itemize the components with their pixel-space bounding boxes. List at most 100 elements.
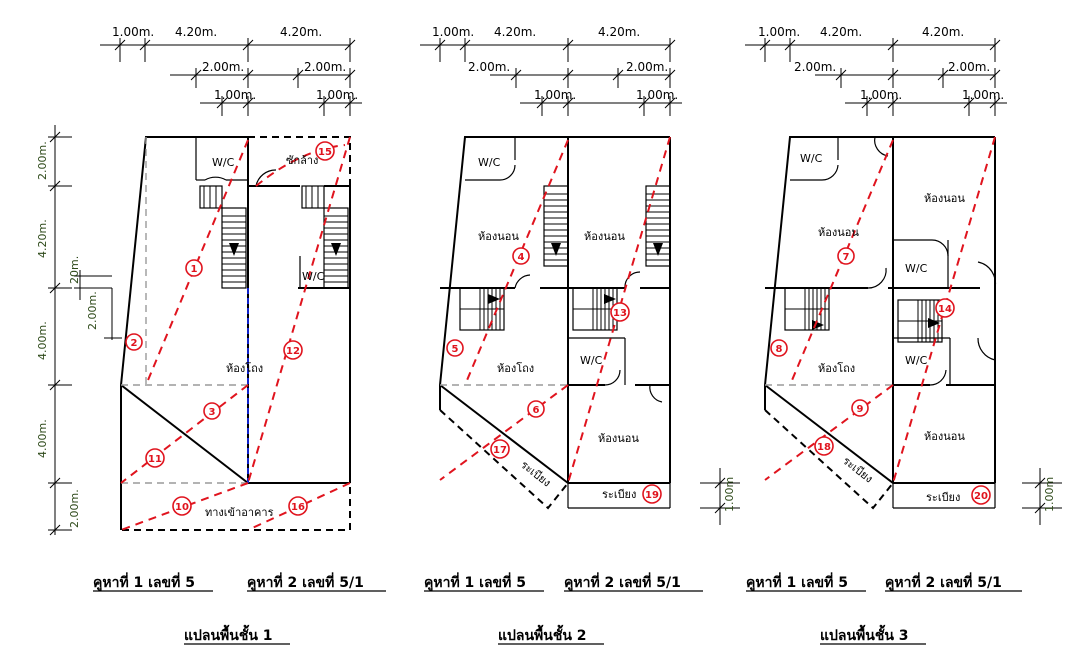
plan-floor-2: 1.00m. 4.20m. 4.20m. 2.00m. 2.00m. 1.00m… [419, 25, 740, 645]
room-label: W/C [212, 156, 235, 169]
room-label: ห้องนอน [924, 192, 965, 205]
room-label: ซักล้าง [286, 154, 318, 167]
svg-text:20: 20 [974, 491, 988, 502]
plan-title: แปลนพื้นชั้น 1 [184, 624, 273, 644]
dim-label: 2.00m. [794, 60, 836, 74]
dim-label-vertical: 4.20m. [36, 219, 49, 258]
unit-label: คูหาที่ 1 เลขที่ 5 [746, 572, 848, 591]
marker-2: 2 [125, 333, 143, 351]
unit-label: คูหาที่ 2 เลขที่ 5/1 [885, 572, 1002, 591]
svg-text:14: 14 [938, 304, 952, 315]
svg-text:13: 13 [613, 308, 627, 319]
stairs [199, 185, 349, 289]
svg-text:2: 2 [131, 338, 138, 349]
svg-text:4: 4 [518, 252, 525, 263]
dim-label: 2.00m. [304, 60, 346, 74]
marker-19: 19 [642, 484, 662, 504]
dim-label-vertical: 2.00m. [68, 489, 81, 528]
dim-label-vertical: 2.00m. [36, 141, 49, 180]
room-label: ห้องโถง [226, 361, 263, 375]
svg-text:8: 8 [776, 344, 783, 355]
room-label: ห้องโถง [818, 361, 855, 375]
dim-label: 1.00m. [636, 88, 678, 102]
room-label: ห้องนอน [818, 226, 859, 239]
svg-text:18: 18 [817, 442, 831, 453]
inspection-lines [120, 136, 351, 531]
top-dimension-lines [419, 37, 683, 117]
svg-text:9: 9 [857, 404, 864, 415]
marker-14: 14 [935, 298, 955, 318]
room-label: W/C [905, 262, 928, 275]
plan-title: แปลนพื้นชั้น 2 [498, 624, 587, 644]
room-label: W/C [905, 354, 928, 367]
walls [120, 136, 351, 530]
marker-16: 16 [288, 496, 308, 516]
top-dimension-lines [99, 37, 363, 117]
svg-text:16: 16 [291, 502, 305, 513]
plan-floor-1: 1.00m. 4.20m. 4.20m. 2.00m. 2.00m. 1.00m… [36, 25, 386, 645]
room-label: ห้องโถง [497, 361, 534, 375]
dim-label: 4.20m. [820, 25, 862, 39]
dashed-boundaries [764, 384, 894, 510]
dim-label: 2.00m. [626, 60, 668, 74]
marker-8: 8 [770, 339, 788, 357]
marker-5: 5 [446, 339, 464, 357]
dim-label-vertical: 2.00m. [86, 291, 99, 330]
dim-label-vertical: 4.00m. [36, 321, 49, 360]
room-label: ห้องนอน [478, 230, 519, 243]
stairs [459, 185, 671, 331]
marker-7: 7 [837, 247, 855, 265]
dashed-boundaries [439, 384, 569, 510]
walls [439, 136, 671, 509]
dim-label: 2.00m. [202, 60, 244, 74]
svg-text:3: 3 [209, 407, 216, 418]
dim-label: 2.00m. [468, 60, 510, 74]
marker-20: 20 [971, 485, 991, 505]
marker-9: 9 [851, 399, 869, 417]
unit-label: คูหาที่ 1 เลขที่ 5 [424, 572, 526, 591]
dim-label: 4.20m. [922, 25, 964, 39]
dim-label: 1.00m. [758, 25, 800, 39]
marker-10: 10 [172, 496, 192, 516]
dashed-boundaries [120, 136, 351, 531]
unit-label: คูหาที่ 2 เลขที่ 5/1 [247, 572, 364, 591]
svg-text:1: 1 [191, 264, 198, 275]
room-label: ระเบียง [602, 488, 636, 501]
marker-1: 1 [185, 259, 203, 277]
room-label: ระเบียง [840, 454, 875, 485]
dim-label: 1.00m. [962, 88, 1004, 102]
marker-6: 6 [527, 400, 545, 418]
marker-12: 12 [283, 340, 303, 360]
room-label: W/C [302, 270, 325, 283]
room-label: W/C [478, 156, 501, 169]
dim-label-vertical: 1.00m [1043, 477, 1056, 512]
room-label: ห้องนอน [598, 432, 639, 445]
marker-15: 15 [315, 141, 335, 161]
marker-11: 11 [145, 448, 165, 468]
right-dimension-lines [1022, 468, 1062, 525]
dim-label: 2.00m. [948, 60, 990, 74]
plan-floor-3: 1.00m. 4.20m. 4.20m. 2.00m. 2.00m. 1.00m… [744, 25, 1062, 645]
marker-4: 4 [512, 247, 530, 265]
svg-text:10: 10 [175, 502, 189, 513]
marker-17: 17 [490, 439, 510, 459]
right-dimension-lines [700, 468, 740, 525]
dim-label: 1.00m. [432, 25, 474, 39]
dim-label: 1.00m. [214, 88, 256, 102]
stairs [784, 287, 943, 343]
room-label: ระเบียง [926, 491, 960, 504]
dim-label: 4.20m. [598, 25, 640, 39]
room-label: W/C [580, 354, 603, 367]
dim-label: 4.20m. [494, 25, 536, 39]
dim-label: 4.20m. [175, 25, 217, 39]
left-dimension-lines [48, 125, 122, 536]
svg-text:11: 11 [148, 454, 162, 465]
svg-text:6: 6 [533, 405, 540, 416]
top-dimension-lines [744, 37, 1008, 117]
svg-text:12: 12 [286, 346, 300, 357]
room-label: ห้องนอน [924, 430, 965, 443]
plan-title: แปลนพื้นชั้น 3 [820, 624, 909, 644]
marker-13: 13 [610, 302, 630, 322]
unit-label: คูหาที่ 2 เลขที่ 5/1 [564, 572, 681, 591]
